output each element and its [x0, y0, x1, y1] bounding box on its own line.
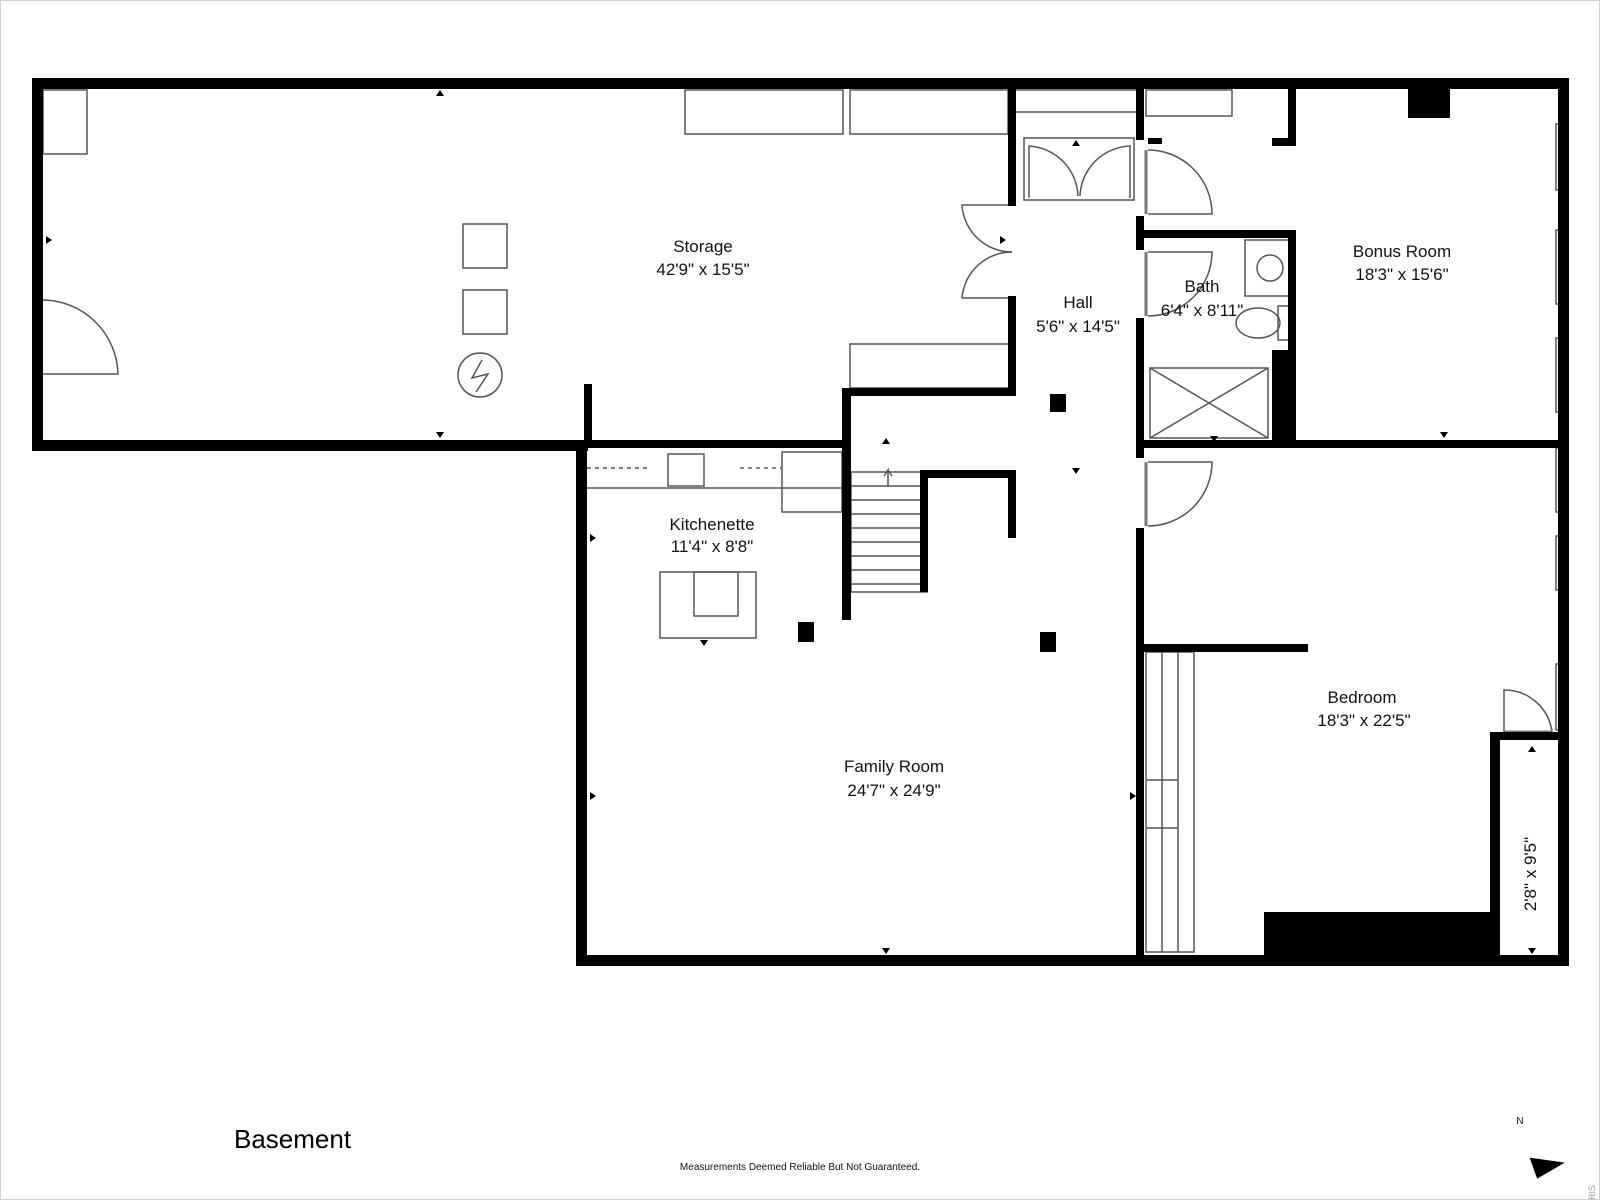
lightning-icon	[470, 359, 490, 393]
support-column	[798, 622, 814, 642]
stairs	[850, 471, 928, 593]
room-dims-bedroom: 18'3" x 22'5"	[1317, 711, 1410, 730]
kitchen-island-sink	[693, 571, 739, 617]
room-dims-kitchenette: 11'4" x 8'8"	[671, 537, 754, 556]
furnace-unit	[462, 289, 508, 335]
room-name-bath: Bath	[1185, 277, 1220, 296]
electric-panel-icon	[457, 352, 503, 398]
kitchen-cabinet	[781, 451, 843, 513]
room-dims-family: 24'7" x 24'9"	[847, 781, 940, 800]
bath-door-swing	[1147, 251, 1213, 317]
stair-direction-icon	[883, 467, 893, 486]
toilet-bowl	[1235, 307, 1281, 339]
bath-sink-bowl	[1256, 254, 1284, 282]
storage-door-swing	[42, 299, 119, 375]
storage-hall-door	[961, 251, 1013, 299]
bedroom-door-swing	[1147, 461, 1213, 527]
bonus-room-door-swing	[1147, 149, 1213, 215]
room-name-hall: Hall	[1063, 293, 1092, 312]
room-dims-bath: 6'4" x 8'11"	[1161, 301, 1244, 320]
shower	[1149, 367, 1269, 439]
north-label: N	[1516, 1116, 1523, 1127]
room-name-kitchenette: Kitchenette	[669, 515, 754, 534]
walls	[32, 78, 1569, 966]
storage-shelf	[42, 89, 88, 155]
furnace-unit	[462, 223, 508, 269]
room-dims-hall: 5'6" x 14'5"	[1036, 317, 1120, 336]
room-name-family: Family Room	[844, 757, 944, 776]
support-column	[1040, 632, 1056, 652]
kitchen-sink	[667, 453, 705, 487]
hall-closet-door	[1079, 145, 1131, 198]
floor-label: Basement	[234, 1124, 352, 1154]
kitchen-island	[659, 571, 757, 639]
disclaimer: Measurements Deemed Reliable But Not Gua…	[680, 1162, 920, 1173]
dimension-ticks	[46, 90, 1536, 954]
storage-shelf	[684, 89, 844, 135]
room-dims-bonus: 18'3" x 15'6"	[1355, 265, 1448, 284]
storage-shelf	[849, 89, 1009, 135]
hall-closet-door	[1028, 145, 1079, 198]
hall-closet	[1023, 137, 1135, 201]
small-closet-door	[1503, 689, 1553, 733]
storage-shelf	[1145, 89, 1233, 117]
storage-shelf	[1013, 89, 1139, 113]
bath-sink	[1244, 239, 1292, 297]
room-dims-storage: 42'9" x 15'5"	[656, 260, 749, 279]
storage-shelf	[849, 343, 1011, 389]
north-arrow-icon: N	[1516, 1116, 1565, 1179]
storage-hall-door	[961, 204, 1013, 253]
room-name-bedroom: Bedroom	[1328, 688, 1397, 707]
fixtures	[38, 89, 1565, 953]
bedroom-closet	[1145, 651, 1195, 953]
watermark: MARIS	[1587, 1185, 1597, 1200]
stair-treads	[851, 485, 927, 585]
room-name-bonus: Bonus Room	[1353, 242, 1451, 261]
support-column	[1050, 394, 1066, 412]
room-dims-closet: 2'8" x 9'5"	[1521, 837, 1540, 911]
room-name-storage: Storage	[673, 237, 733, 256]
